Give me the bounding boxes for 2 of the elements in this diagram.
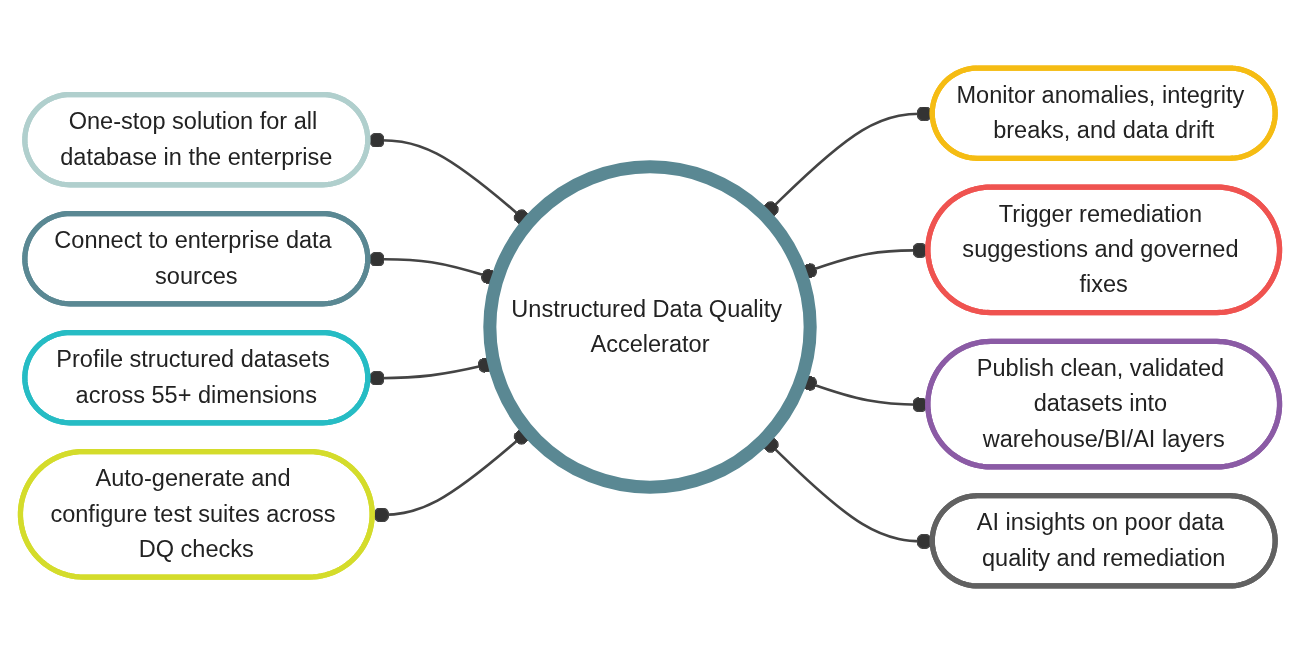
connector	[368, 131, 530, 225]
node-circle: Unstructured Data Quality Accelerator	[483, 159, 817, 494]
